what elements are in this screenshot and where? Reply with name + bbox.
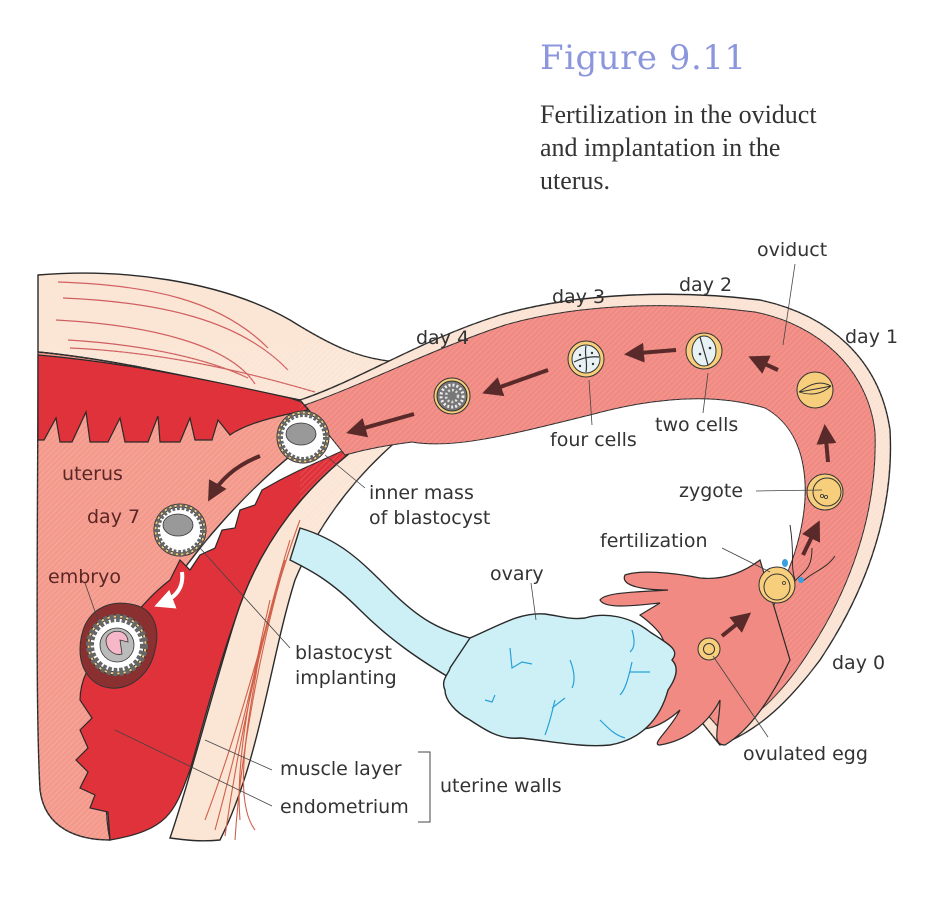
muscle-fibers-lower (204, 519, 301, 841)
caption-line: Fertilization in the oviduct (540, 100, 817, 129)
leader-lines (84, 263, 823, 807)
arrow-two-to-four-cells (624, 342, 677, 363)
implanted-embryo (79, 602, 158, 689)
arrow-zygote-to-day1 (816, 424, 837, 463)
caption-line: and implantation in the (540, 133, 781, 162)
label-uterus: uterus (62, 463, 123, 485)
label-inner-mass-line2: of blastocyst (369, 507, 490, 529)
label-day0: day 0 (832, 652, 885, 674)
caption-line: uterus. (540, 166, 611, 195)
blastocyst-day7 (153, 503, 207, 557)
label-two-cells: two cells (655, 414, 738, 436)
label-blastocyst-line2: implanting (295, 667, 397, 689)
arrow-fert-to-zygote (801, 520, 821, 556)
arrow-day0-to-fert (720, 612, 752, 638)
figure-caption: Fertilization in the oviduct and implant… (540, 98, 900, 197)
movement-arrows (208, 342, 837, 638)
arrow-morula-to-blastocyst (346, 412, 415, 438)
ovary-veins (484, 629, 650, 739)
label-inner-mass-line1: inner mass (369, 482, 474, 504)
label-muscle-layer: muscle layer (280, 758, 402, 780)
label-fertilization: fertilization (600, 530, 708, 552)
day1-dividing-cell (796, 371, 834, 409)
arrow-day1-to-two-cells (748, 355, 779, 374)
label-uterine-walls: uterine walls (440, 775, 562, 797)
blastocyst-in-tube (276, 410, 330, 464)
ovulated-egg-cell (697, 637, 721, 661)
label-ovulated-egg: ovulated egg (743, 743, 868, 765)
label-blastocyst-line1: blastocyst (295, 642, 392, 664)
fertilization-cell (758, 566, 796, 604)
arrow-implanting (154, 571, 185, 609)
label-day2: day 2 (679, 274, 732, 296)
four-cell-stage (567, 340, 605, 378)
label-day3: day 3 (552, 286, 605, 308)
label-ovary: ovary (490, 563, 544, 585)
ovary (442, 613, 677, 747)
label-day7: day 7 (87, 506, 140, 528)
arrow-into-uterus (208, 454, 261, 502)
arrow-four-to-morula (482, 368, 549, 397)
zygote-cell (806, 473, 844, 511)
label-zygote: zygote (679, 480, 743, 502)
morula-cell (433, 377, 471, 415)
endometrium-upper (37, 354, 321, 443)
uterine-walls-bracket (418, 751, 431, 823)
label-endometrium: endometrium (280, 796, 409, 818)
label-four-cells: four cells (550, 429, 637, 451)
label-day1: day 1 (845, 326, 898, 348)
label-day4: day 4 (416, 327, 469, 349)
label-embryo: embryo (48, 566, 121, 588)
label-oviduct: oviduct (757, 239, 827, 261)
two-cell-stage (685, 332, 723, 370)
figure-title: Figure 9.11 (540, 38, 747, 78)
